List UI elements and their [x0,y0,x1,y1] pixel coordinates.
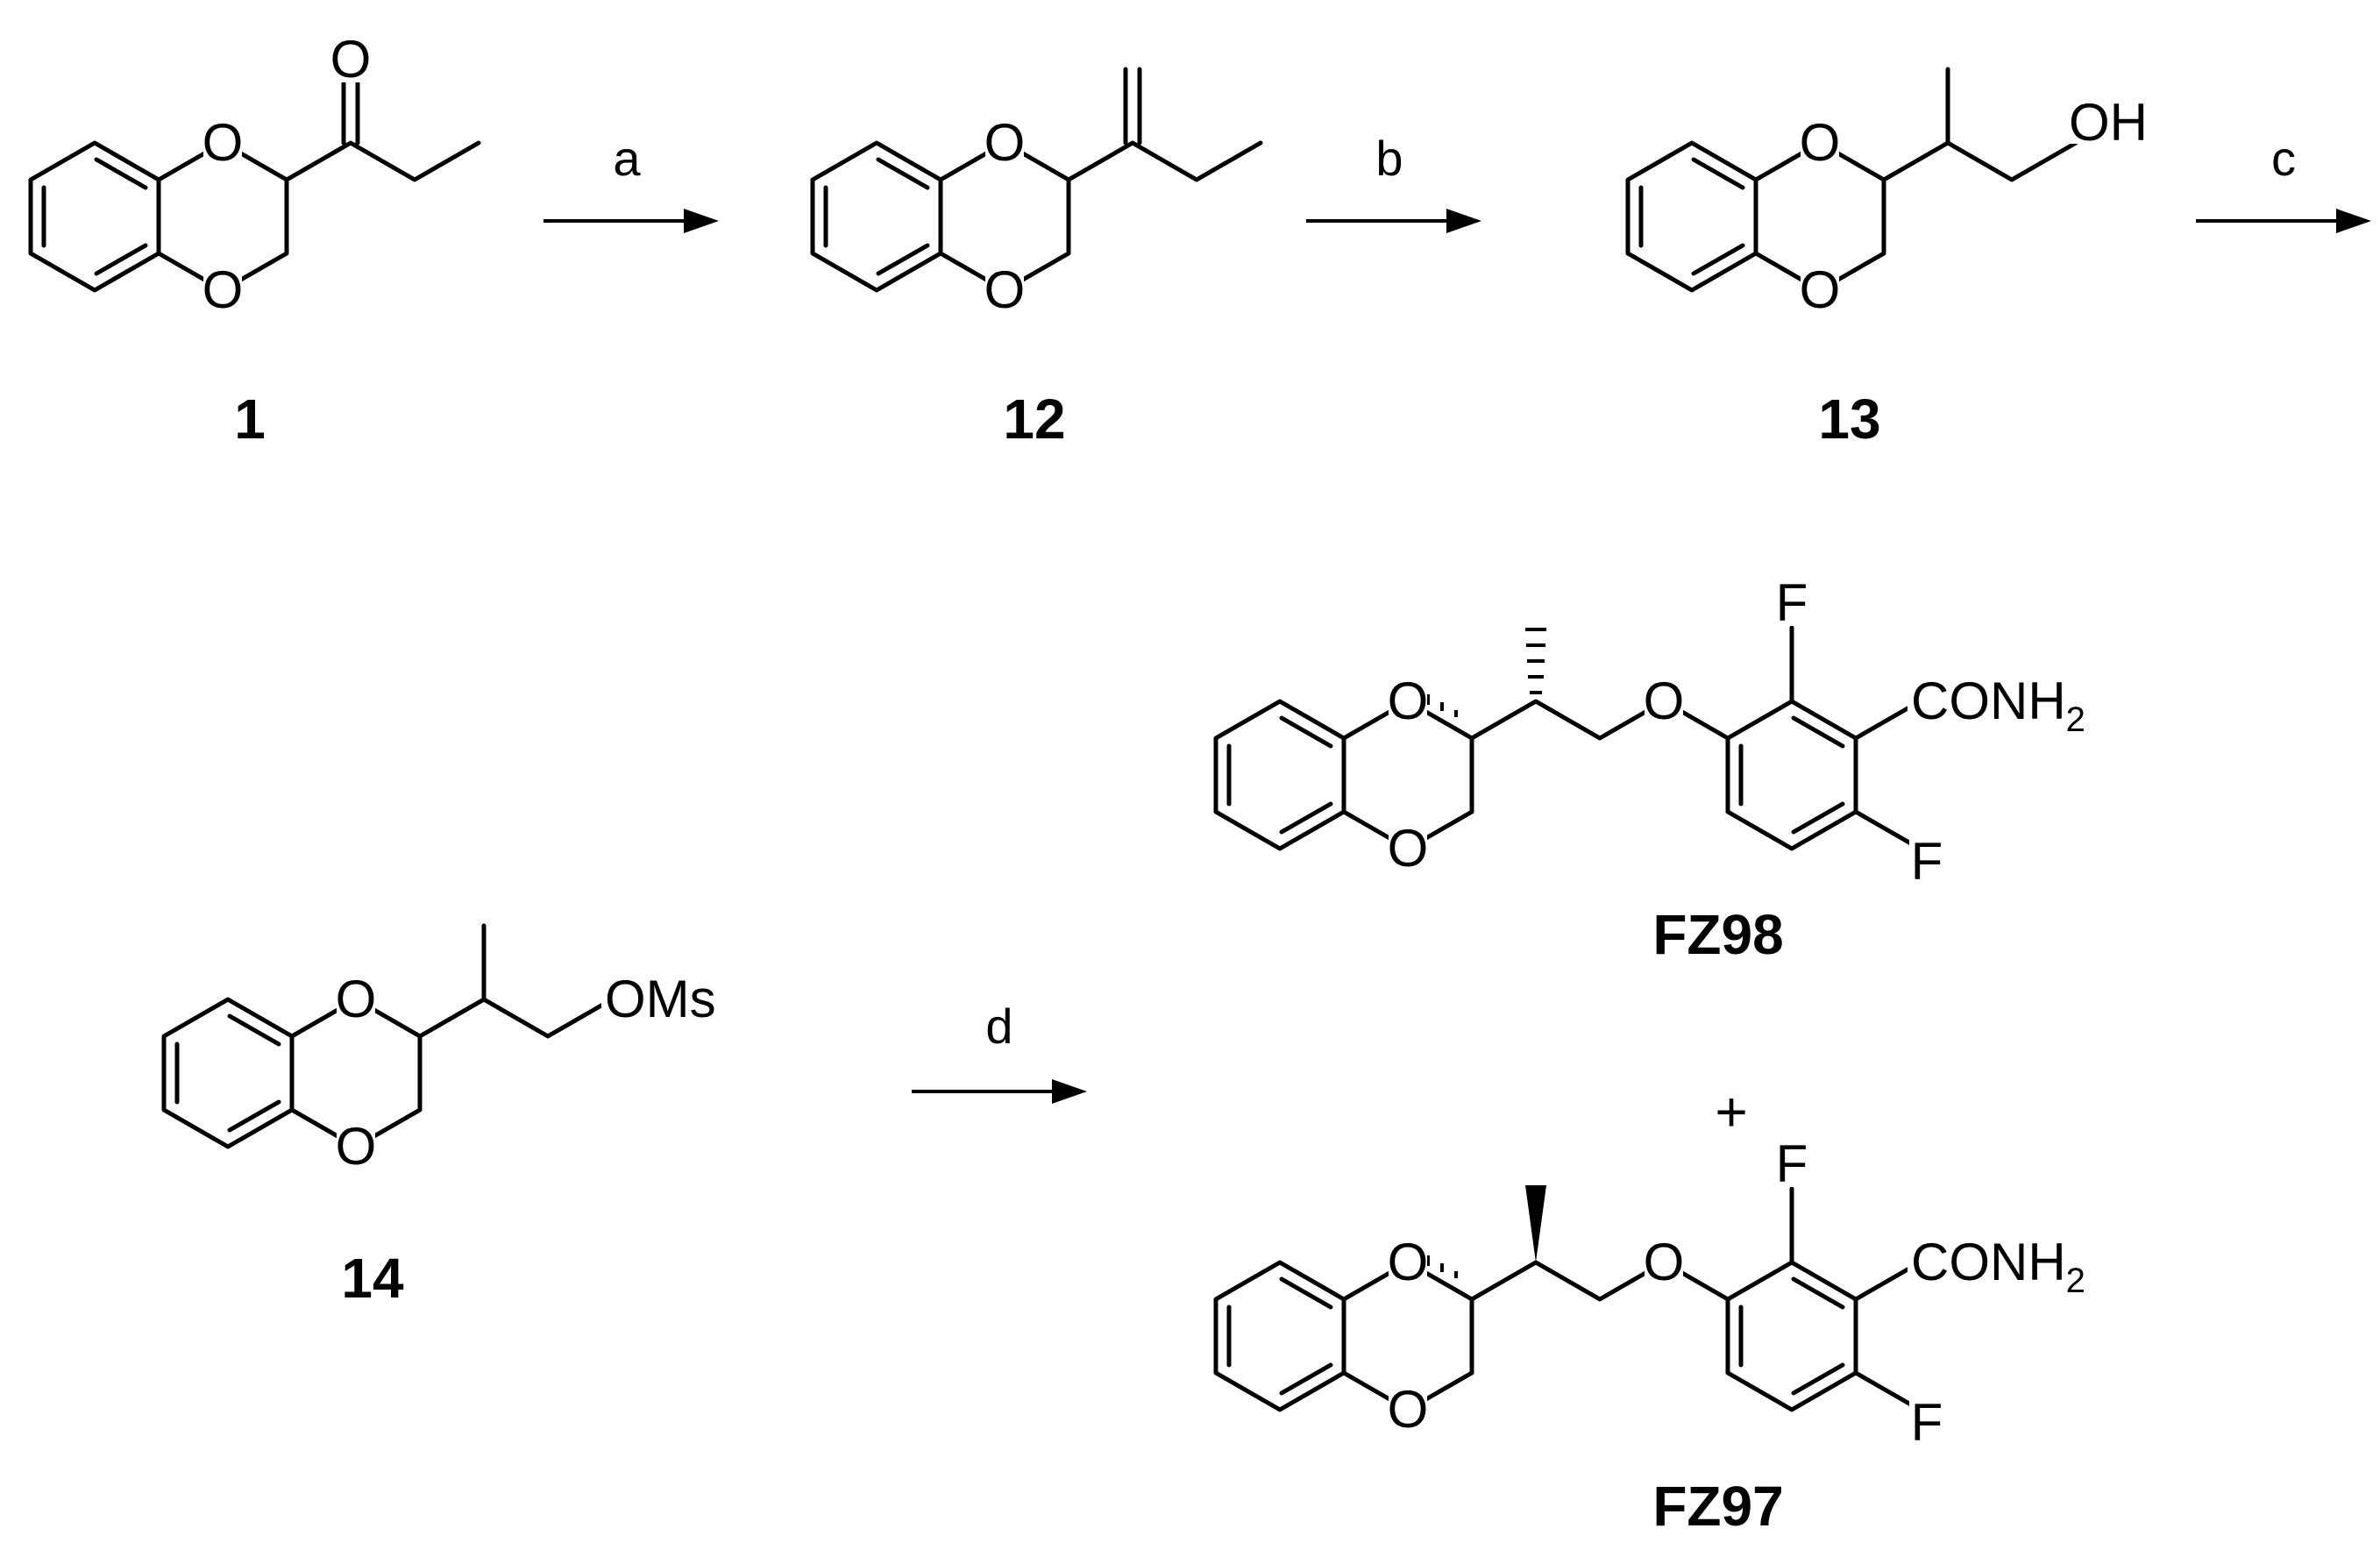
hydroxypropyl-chain [1881,67,2078,182]
oxygen-atom: O [202,113,244,172]
plus-sign: + [1715,1080,1747,1143]
acetyl-group [284,67,481,182]
oxygen-atom: O [336,1117,377,1176]
benzene-ring [28,140,161,293]
compound-fz97: O O O F CONH2 F FZ97 [1213,1134,2085,1538]
benzene-ring [161,997,295,1149]
mesyloxypropyl-chain [417,923,615,1039]
reaction-arrow-b: b [1306,131,1481,233]
reagent-label: c [2271,131,2296,186]
oxygen-atom: O [1644,1233,1685,1291]
fluorine-atom: F [1776,1134,1808,1193]
oxygen-atom: O [336,970,377,1028]
propyl-linker [1469,699,1666,741]
oxygen-atom: O [1388,1380,1429,1439]
reaction-arrow-d: d [912,999,1087,1104]
compound-label: FZ97 [1652,1475,1783,1538]
oxygen-atom: O [202,260,244,319]
hydroxyl-group: OH [2069,93,2148,152]
carboxamide-group: CONH2 [1911,1233,2085,1300]
oxygen-atom: O [1800,113,1841,172]
reagent-label: a [613,131,641,186]
compound-1: O O O 1 [28,30,481,451]
stereo-wedged-methyl [1525,1185,1546,1262]
compound-label: 14 [341,1247,404,1310]
fluorine-atom: F [1776,573,1808,632]
fluorine-atom: F [1911,832,1943,891]
compound-13: O O OH 13 [1625,67,2148,451]
reagent-label: d [985,999,1012,1054]
compound-label: FZ98 [1652,903,1783,966]
benzene-ring [1213,699,1346,851]
oxygen-atom: O [1644,672,1685,730]
oxygen-atom: O [1388,1233,1429,1291]
stereo-hashed-bond [1426,694,1458,717]
oxygen-atom: O [330,30,372,89]
compound-fz98: O O O F CONH2 F FZ98 [1213,573,2085,966]
compound-14: O O OMs 14 [161,923,733,1310]
fluorine-atom: F [1911,1393,1943,1452]
stereo-hashed-methyl [1525,628,1546,694]
reagent-label: b [1375,131,1403,186]
propyl-linker [1469,1260,1666,1302]
compound-label: 1 [234,387,266,451]
difluorobenzamide-ring [1661,1186,1922,1412]
benzene-ring [1625,140,1758,293]
reaction-arrow-a: a [543,131,719,233]
compound-12: O O 12 [810,67,1263,451]
benzene-ring [810,140,943,293]
carboxamide-group: CONH2 [1911,672,2085,739]
oxygen-atom: O [984,113,1026,172]
oxygen-atom: O [1388,672,1429,730]
oxygen-atom: O [984,260,1026,319]
stereo-hashed-bond [1426,1255,1458,1278]
reaction-arrow-c: c [2196,131,2371,233]
benzene-ring [1213,1260,1346,1412]
isopropenyl-group [1066,67,1263,182]
mesylate-group: OMs [605,970,716,1028]
compound-label: 13 [1818,387,1880,451]
difluorobenzamide-ring [1661,625,1922,851]
oxygen-atom: O [1800,260,1841,319]
oxygen-atom: O [1388,819,1429,878]
compound-label: 12 [1003,387,1065,451]
